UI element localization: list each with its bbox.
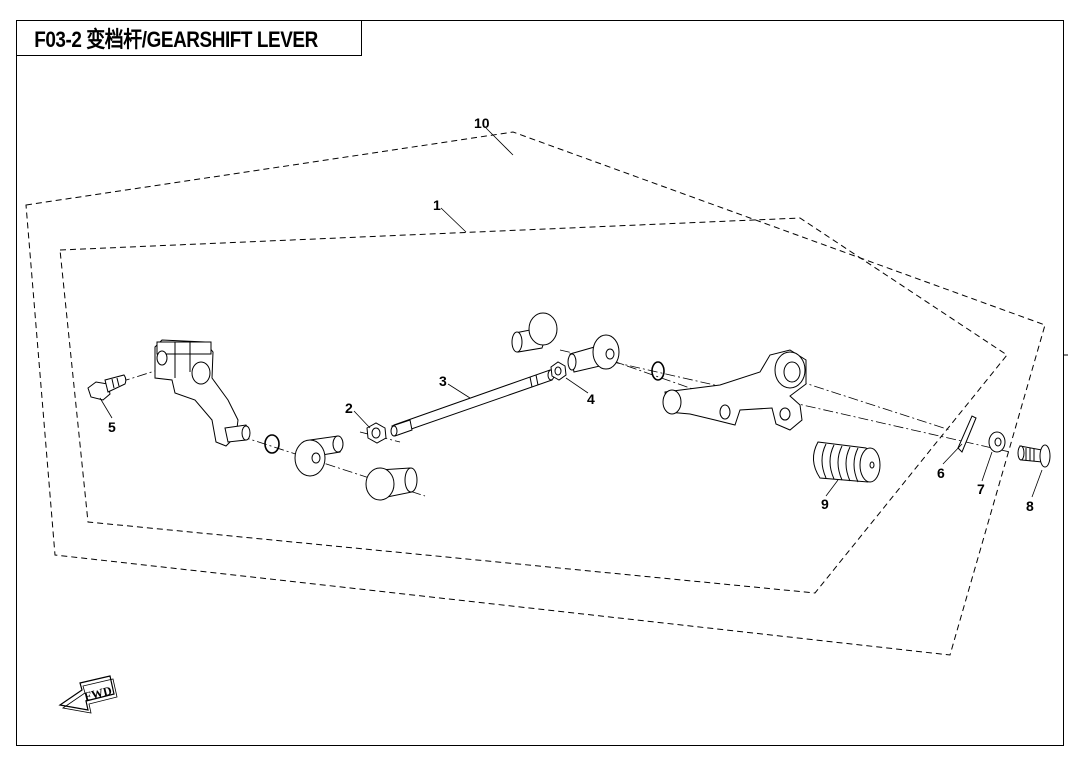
upper-ball-joint-b (567, 334, 620, 373)
fwd-direction-arrow: FWD (58, 675, 118, 714)
upper-shift-arm (154, 339, 251, 447)
part-2-nut (366, 422, 387, 444)
drawing-frame (16, 20, 1064, 746)
callout-2: 2 (345, 400, 353, 416)
part-9-shift-pedal-rubber (813, 441, 881, 483)
callout-4: 4 (587, 391, 595, 407)
part-3-shift-rod (390, 369, 555, 437)
left-circlip (264, 434, 280, 454)
callout-8: 8 (1026, 498, 1034, 514)
assembly-10-boundary (25, 131, 1046, 656)
assembly-1-boundary (59, 217, 1008, 594)
part-8-pivot-pin (1017, 444, 1051, 468)
title-block: F03-2 变档杆/GEARSHIFT LEVER (16, 20, 362, 56)
left-ball-joint (294, 435, 344, 477)
shift-pedal-lever (662, 349, 807, 431)
right-circlip (651, 361, 665, 381)
callout-10: 10 (474, 115, 490, 131)
callout-7: 7 (977, 481, 985, 497)
callout-6: 6 (937, 465, 945, 481)
callout-1: 1 (433, 197, 441, 213)
leader-lines (99, 127, 1043, 498)
callout-5: 5 (108, 419, 116, 435)
part-6-cotter-pin (957, 415, 977, 453)
part-5-bolt (87, 374, 127, 401)
part-4-nut (550, 361, 567, 381)
callout-3: 3 (439, 373, 447, 389)
page-title: F03-2 变档杆/GEARSHIFT LEVER (34, 27, 318, 52)
part-7-washer (988, 431, 1006, 453)
lower-ball-joint (365, 467, 418, 501)
upper-ball-joint-a (511, 312, 558, 353)
callout-9: 9 (821, 496, 829, 512)
fwd-label: FWD (83, 683, 114, 703)
